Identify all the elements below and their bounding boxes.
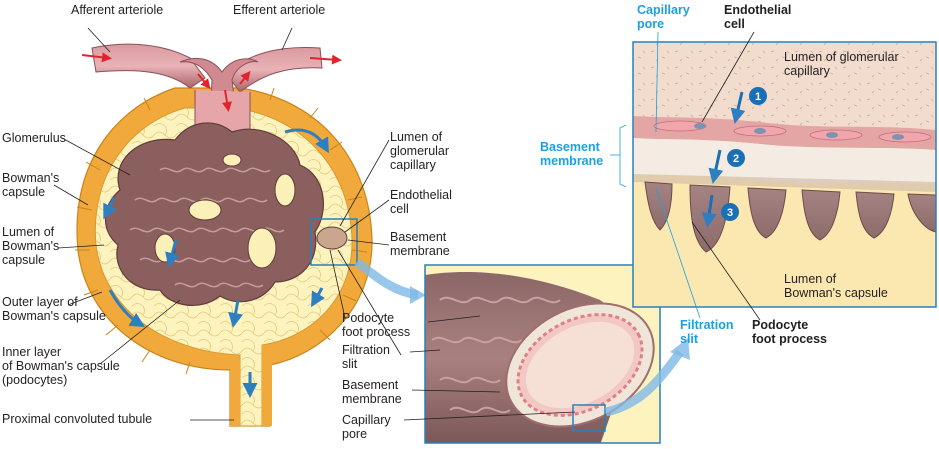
capillary-cross-section [425,265,660,443]
label-endothelial-cell-mid: Endothelial cell [390,188,452,216]
label-lumen-bowmans-capsule-right: Lumen of Bowman's capsule [784,272,888,300]
step-1-badge: 1 [755,91,761,103]
label-afferent-arteriole: Afferent arteriole [71,3,164,17]
label-efferent-arteriole: Efferent arteriole [233,3,326,17]
leader-lines-right [610,31,761,321]
label-filtration-slit: Filtration slit [342,343,390,371]
zoom-panel-capillary [424,264,661,444]
glomerulus-tuft [104,122,348,306]
label-basement-membrane-right: Basement membrane [540,140,604,168]
label-basement-membrane-mid: Basement membrane [390,230,450,258]
zoom-box-small-2 [572,404,606,432]
label-lumen-bowmans-capsule: Lumen of Bowman's capsule [2,225,60,267]
label-glomerulus: Glomerulus [2,131,66,145]
label-proximal-convoluted-tubule: Proximal convoluted tubule [2,412,153,426]
label-podocyte-foot-process: Podocyte foot process [342,311,411,339]
label-inner-layer: Inner layer of Bowman's capsule (podocyt… [2,345,120,387]
label-lumen-glomerular-capillary-mid: Lumen of glomerular capillary [390,130,450,172]
label-basement-membrane-lower: Basement membrane [342,378,402,406]
label-endothelial-cell-top: Endothelial cell [724,3,792,31]
label-outer-layer: Outer layer of Bowman's capsule [2,295,106,323]
label-lumen-glomerular-capillary-right: Lumen of glomerular capillary [784,50,899,78]
filtrate-flow-arrows [103,128,329,398]
leader-lines-lower [403,315,576,421]
filtration-membrane-detail [633,42,936,307]
arterioles [81,43,342,141]
label-capillary-pore-lower: Capillary pore [342,413,391,441]
zoom-arrow-2 [604,349,684,417]
label-podocyte-foot-process-right: Podocyte foot process [752,318,828,346]
step-3-badge: 3 [727,207,733,219]
label-capillary-pore-top: Capillary pore [637,3,690,31]
label-filtration-slit-right: Filtration slit [680,318,734,346]
zoom-panel-membrane [632,41,937,308]
label-bowmans-capsule: Bowman's capsule [2,171,60,199]
step-2-badge: 2 [733,153,739,165]
leader-lines-left [53,27,402,421]
zoom-box-small [310,218,358,266]
